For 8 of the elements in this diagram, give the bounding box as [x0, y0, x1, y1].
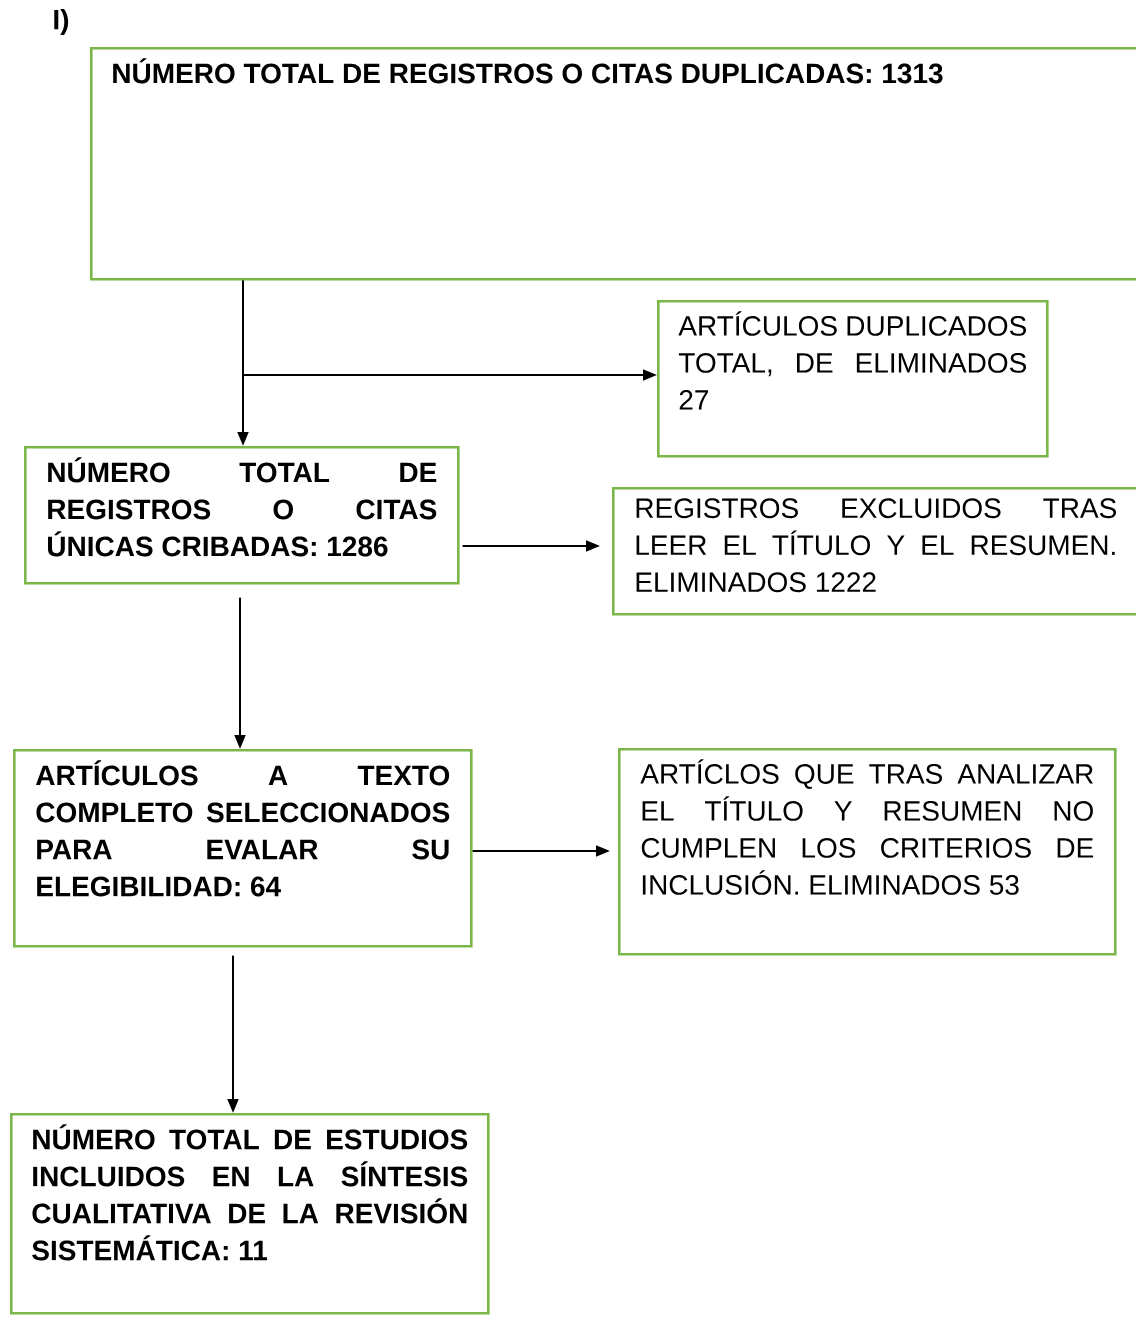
- process-box: REGISTROS EXCLUIDOS TRAS LEER EL TÍTULO Y EL RESUMEN. ELIMINADOS 1222: [612, 487, 1136, 616]
- process-box: NÚMERO TOTAL DE REGISTROS O CITAS DUPLICADAS: 1313: [90, 47, 1136, 281]
- panel-label: I): [54, 8, 69, 36]
- process-box: NÚMERO TOTAL DE ESTUDIOS INCLUIDOS EN LA SÍNTESIS CUALITATIVA DE LA REVISIÓN SISTEMÁTICA: 11: [10, 1113, 490, 1315]
- process-box: ARTÍCLOS QUE TRAS ANALIZAR EL TÍTULO Y RESUMEN NO CUMPLEN LOS CRITERIOS DE INCLUSIÓN. ELIMINADOS 53: [618, 748, 1117, 956]
- process-box: ARTÍCULOS DUPLICADOS TOTAL, DE ELIMINADOS 27: [657, 300, 1049, 458]
- process-box: NÚMERO TOTAL DE REGISTROS O CITAS ÚNICAS CRIBADAS: 1286: [24, 446, 460, 585]
- process-box: ARTÍCULOS A TEXTO COMPLETO SELECCIONADOS PARA EVALAR SU ELEGIBILIDAD: 64: [13, 749, 473, 948]
